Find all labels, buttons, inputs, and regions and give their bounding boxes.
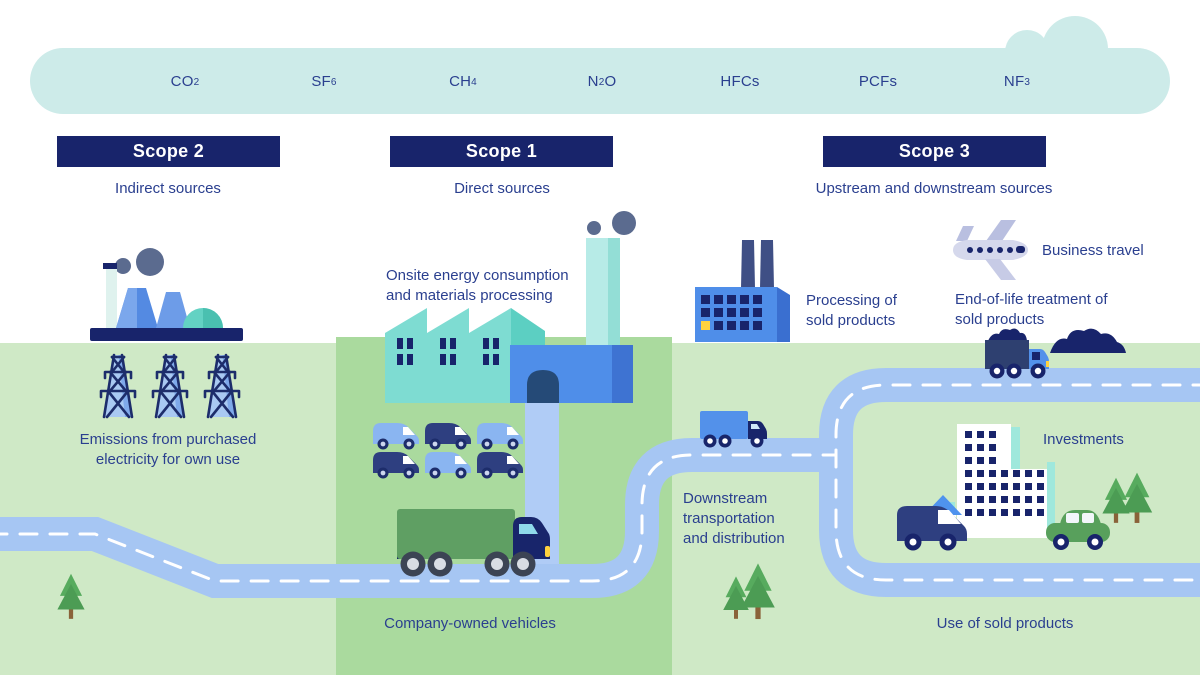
car-icon <box>1046 510 1110 550</box>
label-purchased-electricity: Emissions from purchased electricity for… <box>79 431 257 468</box>
delivery-truck-icon <box>700 411 767 448</box>
label-end-of-life: End-of-life treatment of sold products <box>955 291 1108 328</box>
processing-factory-icon <box>695 240 790 342</box>
scope-3-caption: Upstream and downstream sources <box>815 180 1053 197</box>
label-downstream-transport: Downstream transportation and distributi… <box>683 490 785 547</box>
scope-2-header: Scope 2 <box>57 136 280 167</box>
label-use-of-sold-products: Use of sold products <box>936 615 1074 632</box>
smoke-cloud-icon <box>136 248 164 276</box>
company-truck-icon <box>397 509 550 577</box>
scope-1-header: Scope 1 <box>390 136 613 167</box>
smoke-cloud-icon <box>612 211 636 235</box>
gas-label-pcfs: PCFs <box>858 72 898 90</box>
factory-icon <box>385 211 636 403</box>
scope-2-caption: Indirect sources <box>115 180 221 197</box>
smoke-cloud-icon <box>115 258 131 274</box>
garbage-truck-icon <box>985 328 1049 379</box>
road-network <box>0 368 1200 598</box>
power-plant-icon <box>90 248 243 341</box>
airplane-icon <box>953 220 1028 280</box>
label-business-travel: Business travel <box>1042 242 1144 259</box>
gas-label-hfcs: HFCs <box>720 72 760 90</box>
label-investments: Investments <box>1043 431 1124 448</box>
label-company-vehicles: Company-owned vehicles <box>384 615 556 632</box>
label-processing: Processing of sold products <box>806 292 897 329</box>
consumer-van-icon <box>897 506 967 551</box>
trash-pile-icon <box>1050 328 1126 353</box>
scope-1-caption: Direct sources <box>454 180 550 197</box>
smoke-cloud-icon <box>587 221 601 235</box>
label-onsite-energy: Onsite energy consumption and materials … <box>386 267 569 304</box>
office-building-icon <box>957 424 1055 538</box>
transmission-towers-icon <box>99 353 241 419</box>
scope-3-header: Scope 3 <box>823 136 1046 167</box>
